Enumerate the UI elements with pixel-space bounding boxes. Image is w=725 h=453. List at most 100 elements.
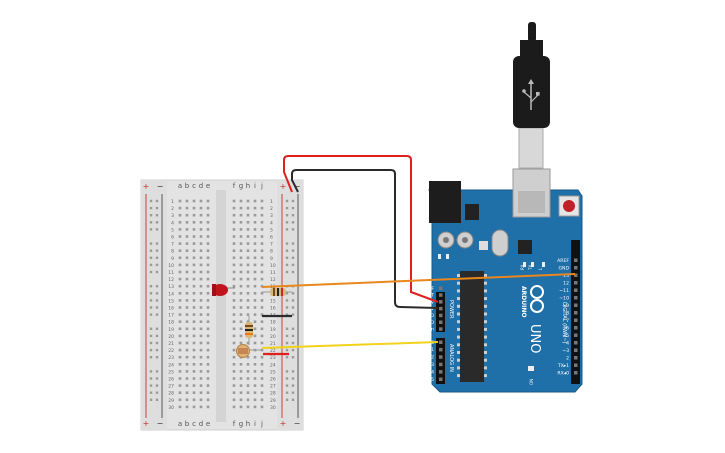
breadboard-hole[interactable] — [192, 263, 196, 267]
breadboard-hole[interactable] — [192, 256, 196, 260]
breadboard-hole[interactable] — [185, 355, 189, 359]
breadboard-hole[interactable] — [199, 199, 203, 203]
header-pin[interactable] — [574, 326, 578, 330]
breadboard-hole[interactable] — [199, 228, 203, 231]
breadboard-hole[interactable] — [178, 206, 182, 210]
rail-hole[interactable] — [291, 306, 295, 309]
breadboard-hole[interactable] — [232, 348, 236, 352]
rail-hole[interactable] — [149, 285, 153, 288]
breadboard-hole[interactable] — [232, 199, 236, 203]
breadboard-hole[interactable] — [239, 263, 243, 267]
breadboard-hole[interactable] — [260, 270, 264, 274]
rail-hole[interactable] — [291, 341, 295, 345]
breadboard-hole[interactable] — [199, 206, 203, 210]
rail-hole[interactable] — [285, 270, 289, 274]
breadboard-hole[interactable] — [246, 313, 250, 316]
breadboard-hole[interactable] — [253, 306, 257, 309]
breadboard-hole[interactable] — [178, 405, 182, 409]
header-pin[interactable] — [574, 273, 578, 278]
breadboard-hole[interactable] — [260, 256, 264, 260]
rail-hole[interactable] — [149, 199, 153, 203]
rail-hole[interactable] — [291, 398, 295, 401]
header-pin[interactable] — [574, 303, 578, 308]
breadboard-hole[interactable] — [253, 263, 257, 267]
rail-hole[interactable] — [291, 370, 295, 373]
breadboard-hole[interactable] — [246, 341, 250, 345]
rail-hole[interactable] — [285, 384, 289, 387]
breadboard-hole[interactable] — [185, 263, 189, 267]
rail-hole[interactable] — [291, 228, 295, 231]
breadboard-hole[interactable] — [178, 199, 182, 203]
rail-hole[interactable] — [285, 306, 289, 309]
breadboard-hole[interactable] — [185, 377, 189, 380]
breadboard-hole[interactable] — [192, 363, 196, 366]
breadboard-hole[interactable] — [246, 213, 250, 217]
rail-hole[interactable] — [285, 398, 289, 401]
breadboard-hole[interactable] — [206, 405, 210, 409]
breadboard-hole[interactable] — [232, 377, 236, 380]
breadboard-hole[interactable] — [178, 235, 182, 238]
breadboard-hole[interactable] — [253, 249, 257, 252]
breadboard-hole[interactable] — [239, 228, 243, 231]
breadboard-hole[interactable] — [253, 299, 257, 302]
breadboard-hole[interactable] — [185, 228, 189, 231]
rail-hole[interactable] — [155, 263, 159, 267]
rail-hole[interactable] — [155, 214, 159, 217]
breadboard-hole[interactable] — [206, 327, 210, 331]
breadboard-hole[interactable] — [185, 199, 189, 203]
breadboard-hole[interactable] — [253, 391, 257, 394]
rail-hole[interactable] — [149, 221, 153, 224]
header-pin[interactable] — [439, 286, 443, 291]
rail-hole[interactable] — [155, 334, 159, 338]
breadboard-hole[interactable] — [199, 263, 203, 267]
breadboard-hole[interactable] — [185, 370, 189, 373]
rail-hole[interactable] — [155, 327, 159, 330]
rail-hole[interactable] — [155, 228, 159, 231]
breadboard-hole[interactable] — [253, 384, 257, 387]
breadboard-hole[interactable] — [185, 398, 189, 402]
breadboard-hole[interactable] — [246, 263, 250, 267]
header-pin[interactable] — [574, 281, 578, 285]
rail-hole[interactable] — [155, 299, 159, 302]
breadboard-hole[interactable] — [178, 363, 182, 366]
breadboard-hole[interactable] — [178, 306, 182, 309]
rail-hole[interactable] — [155, 242, 159, 245]
breadboard-hole[interactable] — [232, 391, 236, 394]
breadboard-hole[interactable] — [253, 277, 257, 281]
breadboard-hole[interactable] — [253, 242, 257, 245]
breadboard-hole[interactable] — [185, 221, 189, 224]
breadboard-hole[interactable] — [192, 370, 196, 373]
breadboard-hole[interactable] — [192, 327, 196, 331]
rail-hole[interactable] — [285, 242, 289, 245]
breadboard-hole[interactable] — [239, 370, 243, 373]
breadboard-hole[interactable] — [253, 270, 257, 274]
breadboard-hole[interactable] — [232, 341, 236, 345]
header-pin[interactable] — [439, 313, 443, 318]
rail-hole[interactable] — [291, 221, 295, 224]
breadboard-hole[interactable] — [206, 377, 210, 380]
rail-hole[interactable] — [285, 263, 289, 267]
rail-hole[interactable] — [285, 313, 289, 316]
rail-hole[interactable] — [285, 249, 289, 252]
breadboard-hole[interactable] — [199, 320, 203, 323]
breadboard-hole[interactable] — [192, 270, 196, 274]
breadboard-hole[interactable] — [192, 277, 196, 281]
breadboard-hole[interactable] — [178, 384, 182, 387]
breadboard-hole[interactable] — [199, 398, 203, 402]
breadboard-hole[interactable] — [185, 348, 189, 352]
breadboard-hole[interactable] — [232, 398, 236, 402]
breadboard-hole[interactable] — [192, 405, 196, 409]
breadboard-hole[interactable] — [260, 292, 264, 295]
breadboard-hole[interactable] — [253, 363, 257, 366]
breadboard-hole[interactable] — [185, 213, 189, 217]
rail-hole[interactable] — [155, 206, 159, 210]
breadboard-hole[interactable] — [253, 370, 257, 373]
rail-hole[interactable] — [285, 391, 289, 394]
rail-hole[interactable] — [285, 348, 289, 352]
rail-hole[interactable] — [149, 334, 153, 338]
breadboard-hole[interactable] — [246, 299, 250, 302]
breadboard-hole[interactable] — [232, 277, 236, 281]
rail-hole[interactable] — [149, 270, 153, 274]
breadboard-hole[interactable] — [185, 306, 189, 309]
breadboard-hole[interactable] — [192, 199, 196, 203]
